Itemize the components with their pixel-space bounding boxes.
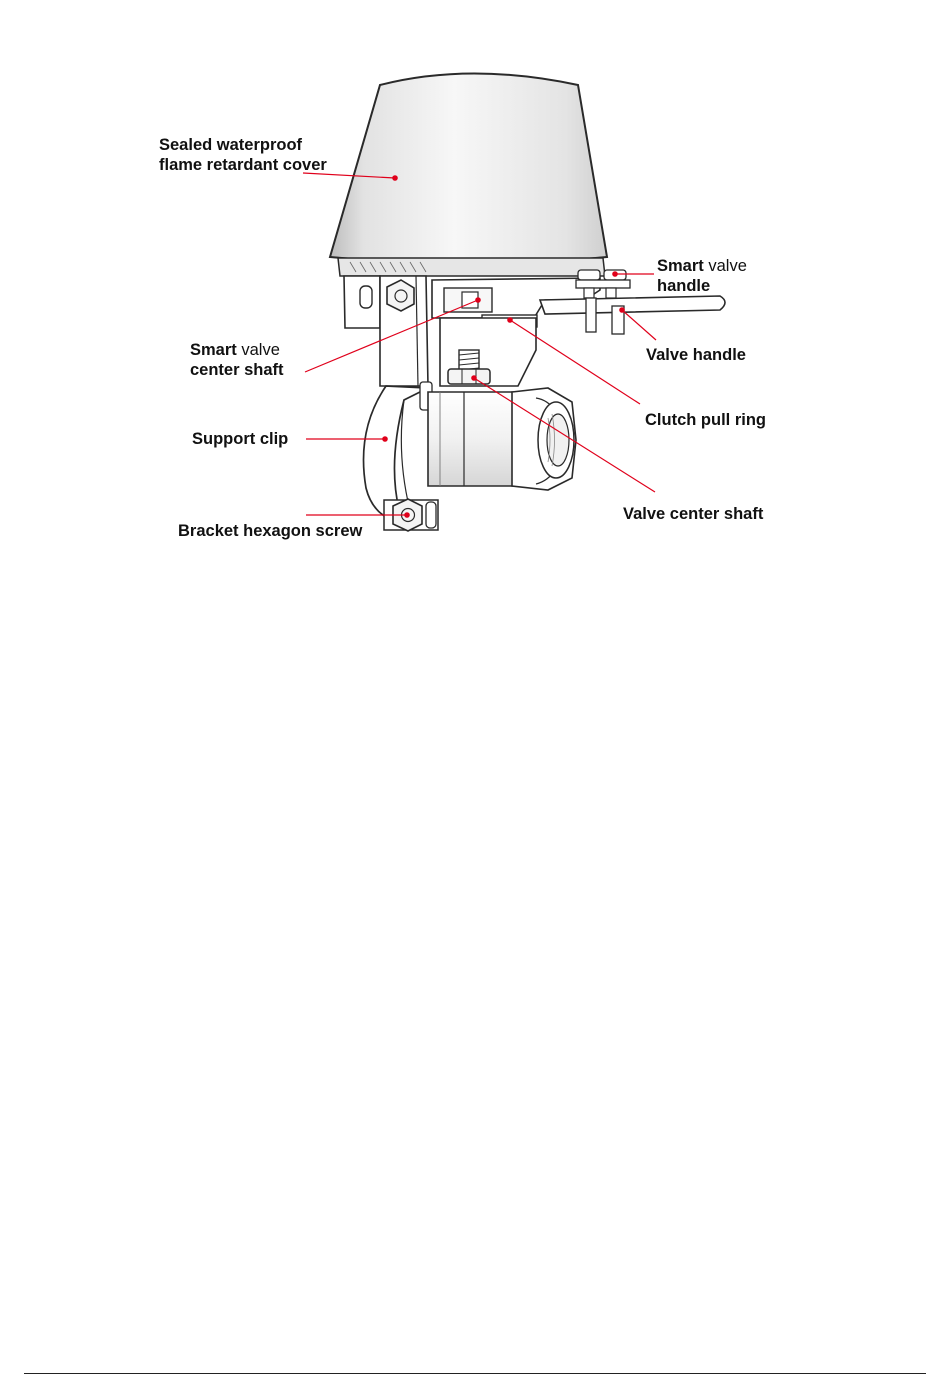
footer-rule <box>24 1373 926 1374</box>
sealed-cover-shape <box>330 74 607 264</box>
label-smart-valve-handle: Smart valve handle <box>657 256 747 296</box>
label-valve-handle: Valve handle <box>646 345 746 365</box>
label-bracket-hexagon-screw: Bracket hexagon screw <box>178 521 362 541</box>
label-valve-center-shaft: Valve center shaft <box>623 504 763 524</box>
label-smart-valve-center-shaft: Smart valve center shaft <box>190 340 284 380</box>
ball-valve-body-shape <box>428 388 576 490</box>
label-support-clip: Support clip <box>192 429 288 449</box>
leader-valve-handle <box>622 310 656 340</box>
label-sealed-cover: Sealed waterproof flame retardant cover <box>159 135 327 175</box>
label-clutch-pull-ring: Clutch pull ring <box>645 410 766 430</box>
